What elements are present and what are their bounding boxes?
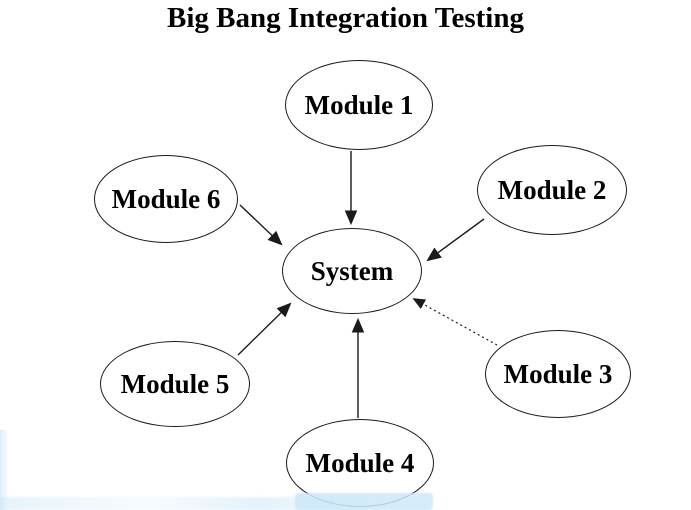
node-module-4: Module 4 [286,419,434,507]
node-module-1: Module 1 [285,60,433,150]
arrow-module2-to-system [426,218,485,262]
arrow-module5-to-system [237,302,292,356]
arrow-module3-to-system-dotted [412,298,498,346]
node-module-3-label: Module 3 [503,358,613,389]
node-module-5-label: Module 5 [120,368,230,399]
pale-blue-bottom-band-artifact [0,497,370,510]
node-system-label: System [310,255,394,286]
node-module-6-label: Module 6 [111,183,221,214]
arrow-module6-to-system [239,204,283,246]
node-module-5: Module 5 [100,341,250,427]
node-module-1-label: Module 1 [304,89,414,120]
diagram-title: Big Bang Integration Testing [167,2,524,34]
node-module-4-label: Module 4 [305,447,415,478]
node-module-6: Module 6 [94,155,238,243]
node-module-2-label: Module 2 [497,174,607,205]
pale-blue-left-edge-artifact [0,430,9,510]
node-module-3: Module 3 [485,330,631,418]
node-system: System [282,228,422,314]
node-module-2: Module 2 [477,145,627,235]
